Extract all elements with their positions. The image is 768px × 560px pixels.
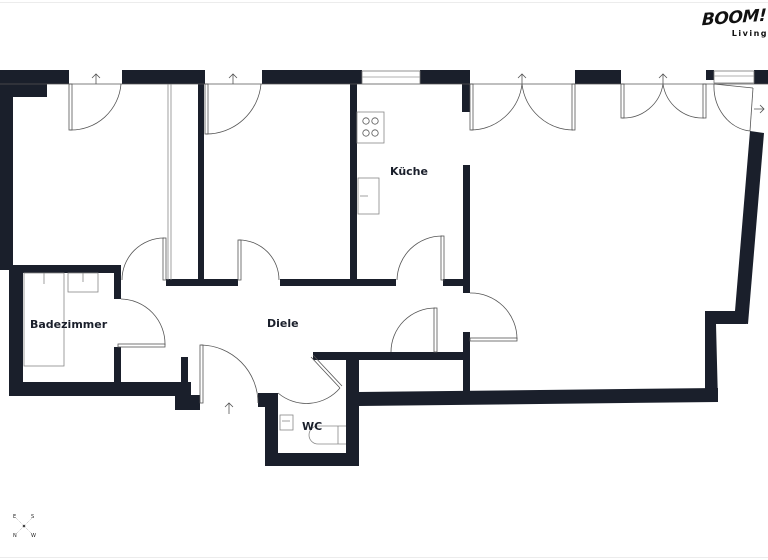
burner-icon	[362, 129, 370, 137]
wall	[166, 279, 238, 286]
wall	[280, 279, 396, 286]
arrow-up-icon	[658, 73, 668, 84]
door-lines	[0, 70, 768, 445]
wall	[346, 352, 359, 466]
wall	[734, 131, 764, 324]
wall	[262, 70, 362, 84]
door-swing	[662, 83, 705, 119]
wc-sink	[279, 414, 294, 431]
wall	[198, 84, 204, 280]
wall	[258, 393, 278, 407]
door-swing	[121, 237, 165, 281]
compass-e: E	[13, 514, 16, 520]
wall	[9, 265, 121, 273]
door-swing	[621, 83, 664, 119]
door-leaf	[469, 83, 474, 131]
door-leaf	[469, 337, 518, 342]
wall	[350, 84, 357, 282]
wall	[463, 165, 470, 293]
door-leaf	[68, 83, 73, 131]
door-leaf	[237, 239, 242, 281]
door-leaf	[620, 83, 625, 119]
walls	[0, 70, 768, 466]
wall	[754, 70, 768, 84]
wall	[575, 70, 621, 84]
compass: E S N W	[13, 514, 36, 539]
door-swing	[469, 292, 518, 340]
wall	[436, 352, 468, 359]
compass-s: S	[31, 514, 34, 520]
window	[361, 70, 421, 85]
wall	[114, 265, 121, 299]
stove	[356, 111, 385, 144]
wall	[463, 332, 470, 392]
room-label-diele: Diele	[267, 317, 299, 330]
wall	[705, 311, 748, 402]
door-leaf	[204, 83, 209, 135]
room-labels: Badezimmer Diele Küche WC	[30, 165, 428, 433]
wall	[358, 388, 718, 406]
entry-arrows	[91, 73, 765, 414]
door-swing	[521, 83, 574, 131]
wall	[265, 393, 278, 466]
burner-icon	[371, 117, 379, 125]
room-label-badezimmer: Badezimmer	[30, 318, 108, 331]
wall	[175, 395, 200, 410]
arrow-up-icon	[517, 73, 527, 84]
door-leaf	[162, 237, 167, 281]
door-leaf	[440, 235, 445, 281]
door-swing	[69, 83, 122, 131]
door-leaf	[199, 344, 204, 404]
door-leaf	[571, 83, 576, 131]
compass-w: W	[31, 533, 36, 539]
wall	[265, 453, 359, 466]
door-swing	[200, 344, 259, 404]
door-swing	[396, 235, 443, 281]
burner-icon	[371, 129, 379, 137]
door-swing	[390, 307, 436, 353]
compass-icon	[22, 524, 26, 528]
arrow-up-icon	[228, 73, 238, 84]
wall	[706, 70, 714, 80]
compass-n: N	[13, 533, 17, 539]
wall	[462, 70, 470, 112]
door-leaf	[702, 83, 707, 119]
page-border-top	[0, 2, 768, 3]
wall	[122, 70, 205, 84]
door-swing	[713, 83, 751, 132]
wall	[181, 357, 188, 397]
entrance-arrow-icon	[224, 402, 234, 414]
wall	[443, 279, 469, 286]
logo-sub-text: Living	[731, 29, 768, 38]
page-border-bottom	[0, 557, 768, 558]
room-label-kueche: Küche	[390, 165, 428, 178]
room-label-wc: WC	[302, 420, 322, 433]
wall	[0, 70, 13, 270]
door-swing	[277, 387, 341, 404]
wall	[114, 347, 121, 387]
door-swing	[238, 239, 280, 281]
door-swing	[120, 298, 166, 346]
wall	[420, 70, 470, 84]
door-swing	[470, 83, 523, 131]
door-leaf	[433, 307, 438, 353]
arrow-up-icon	[91, 73, 101, 84]
wall	[9, 382, 191, 396]
arrow-right-icon	[754, 104, 765, 114]
kitchen-sink	[357, 177, 380, 215]
wall	[313, 352, 463, 360]
window	[713, 70, 755, 84]
door-leaf	[117, 343, 166, 348]
wall	[9, 265, 23, 395]
door-swing	[205, 83, 262, 135]
burner-icon	[362, 117, 370, 125]
toilet	[308, 425, 346, 445]
door-leaf	[310, 356, 341, 389]
brand-logo: BOOM! Living	[701, 6, 768, 42]
